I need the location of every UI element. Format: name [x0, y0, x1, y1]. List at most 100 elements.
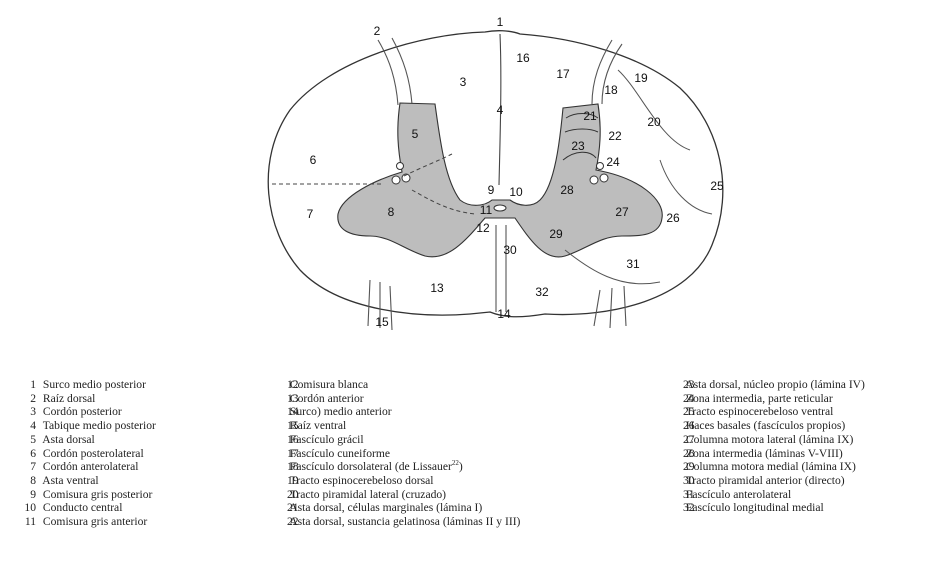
legend-item-20: 20 Tracto piramidal lateral (cruzado)	[287, 488, 520, 502]
legend-text: Zona intermedia (láminas V-VIII)	[686, 447, 843, 460]
legend-item-1: 1 Surco medio posterior	[22, 378, 156, 392]
legend-text: Fascículo cuneiforme	[290, 447, 390, 460]
legend-text: Comisura blanca	[290, 378, 368, 391]
legend-column-3: 23 Asta dorsal, núcleo propio (lámina IV…	[683, 378, 865, 515]
legend-text: Tabique medio posterior	[43, 419, 156, 432]
figure-label-18: 18	[604, 83, 618, 97]
legend-item-18: 18 Fascículo dorsolateral (de Lissauer22…	[287, 460, 520, 474]
figure-label-25: 25	[710, 179, 724, 193]
figure-label-19: 19	[634, 71, 648, 85]
legend-item-17: 17 Fascículo cuneiforme	[287, 447, 520, 461]
legend-text: Fascículo anterolateral	[686, 488, 791, 501]
legend-item-27: 27 Columna motora lateral (lámina IX)	[683, 433, 865, 447]
figure-label-14: 14	[497, 307, 511, 321]
figure-label-15: 15	[375, 315, 389, 329]
legend-number: 6	[22, 447, 40, 461]
figure-label-7: 7	[307, 207, 314, 221]
legend-text: Tracto piramidal anterior (directo)	[686, 474, 845, 487]
legend-item-22: 22 Asta dorsal, sustancia gelatinosa (lá…	[287, 515, 520, 529]
legend-text: Asta dorsal, núcleo propio (lámina IV)	[685, 378, 865, 391]
legend-item-29: 29 Columna motora medial (lámina IX)	[683, 460, 865, 474]
central-canal	[494, 205, 506, 211]
figure-label-6: 6	[310, 153, 317, 167]
legend-number: 3	[22, 405, 40, 419]
legend-number: 8	[22, 474, 40, 488]
legend-text: Haces basales (fascículos propios)	[686, 419, 845, 432]
legend-item-9: 9 Comisura gris posterior	[22, 488, 156, 502]
legend-item-3: 3 Cordón posterior	[22, 405, 156, 419]
figure-label-24: 24	[606, 155, 620, 169]
legend-item-24: 24 Zona intermedia, parte reticular	[683, 392, 865, 406]
figure-label-1: 1	[497, 15, 504, 29]
legend-item-31: 31 Fascículo anterolateral	[683, 488, 865, 502]
figure-label-30: 30	[503, 243, 517, 257]
legend-item-26: 26 Haces basales (fascículos propios)	[683, 419, 865, 433]
legend-text: Raíz ventral	[290, 419, 346, 432]
figure-label-21: 21	[583, 109, 597, 123]
legend-text: Cordón posterior	[43, 405, 122, 418]
legend-text: Cordón posterolateral	[43, 447, 144, 460]
legend-text: Asta dorsal, células marginales (lámina …	[289, 501, 482, 514]
legend-text: Fascículo dorsolateral (de Lissauer	[290, 460, 452, 473]
legend-text: Comisura gris posterior	[43, 488, 152, 501]
legend-superscript: 22	[452, 459, 459, 467]
legend-item-12: 12 Comisura blanca	[287, 378, 520, 392]
figure-label-13: 13	[430, 281, 444, 295]
legend-text: Surco) medio anterior	[290, 405, 392, 418]
legend-item-30: 30 Tracto piramidal anterior (directo)	[683, 474, 865, 488]
legend-item-32: 32 Fascículo longitudinal medial	[683, 501, 865, 515]
figure-label-16: 16	[516, 51, 530, 65]
figure-label-11: 11	[480, 203, 493, 217]
figure-label-17: 17	[556, 67, 570, 81]
figure-label-9: 9	[488, 183, 495, 197]
figure-label-3: 3	[460, 75, 467, 89]
legend-text: Comisura gris anterior	[43, 515, 147, 528]
legend-item-7: 7 Cordón anterolateral	[22, 460, 156, 474]
legend-item-16: 16 Fascículo grácil	[287, 433, 520, 447]
legend-text: Conducto central	[43, 501, 123, 514]
figure-label-5: 5	[412, 127, 419, 141]
legend-number: 7	[22, 460, 40, 474]
legend-text: Tracto espinocerebeloso ventral	[686, 405, 834, 418]
legend-number: 2	[22, 392, 40, 406]
legend-number: 11	[22, 515, 40, 529]
legend-item-13: 13 Cordón anterior	[287, 392, 520, 406]
legend-item-19: 19 Tracto espinocerebeloso dorsal	[287, 474, 520, 488]
figure-label-8: 8	[388, 205, 395, 219]
legend-text: Cordón anterior	[290, 392, 364, 405]
legend-item-28: 28 Zona intermedia (láminas V-VIII)	[683, 447, 865, 461]
legend-text: Columna motora lateral (lámina IX)	[686, 433, 853, 446]
figure-label-22: 22	[608, 129, 622, 143]
legend-item-8: 8 Asta ventral	[22, 474, 156, 488]
legend-number: 4	[22, 419, 40, 433]
legend-number: 1	[22, 378, 40, 392]
legend-text: Raíz dorsal	[43, 392, 95, 405]
legend-text: Asta dorsal, sustancia gelatinosa (lámin…	[289, 515, 520, 528]
legend-text-tail: )	[459, 460, 463, 473]
legend-item-10: 10 Conducto central	[22, 501, 156, 515]
figure-label-31: 31	[626, 257, 640, 271]
legend-item-11: 11 Comisura gris anterior	[22, 515, 156, 529]
figure-label-20: 20	[647, 115, 661, 129]
legend-text: Fascículo grácil	[290, 433, 364, 446]
figure-label-12: 12	[476, 221, 490, 235]
legend-item-2: 2 Raíz dorsal	[22, 392, 156, 406]
figure-label-26: 26	[666, 211, 680, 225]
legend-item-23: 23 Asta dorsal, núcleo propio (lámina IV…	[683, 378, 865, 392]
legend-number: 9	[22, 488, 40, 502]
legend-text: Asta ventral	[42, 474, 98, 487]
figure-label-2: 2	[374, 24, 381, 38]
legend-number: 10	[22, 501, 40, 515]
legend-item-6: 6 Cordón posterolateral	[22, 447, 156, 461]
figure-label-23: 23	[571, 139, 585, 153]
legend-text: Asta dorsal	[42, 433, 94, 446]
legend-text: Fascículo longitudinal medial	[686, 501, 824, 514]
figure-label-32: 32	[535, 285, 549, 299]
legend-item-21: 21 Asta dorsal, células marginales (lámi…	[287, 501, 520, 515]
legend-text: Columna motora medial (lámina IX)	[686, 460, 856, 473]
figure-label-28: 28	[560, 183, 574, 197]
legend-text: Tracto piramidal lateral (cruzado)	[290, 488, 446, 501]
legend-item-15: 15 Raíz ventral	[287, 419, 520, 433]
